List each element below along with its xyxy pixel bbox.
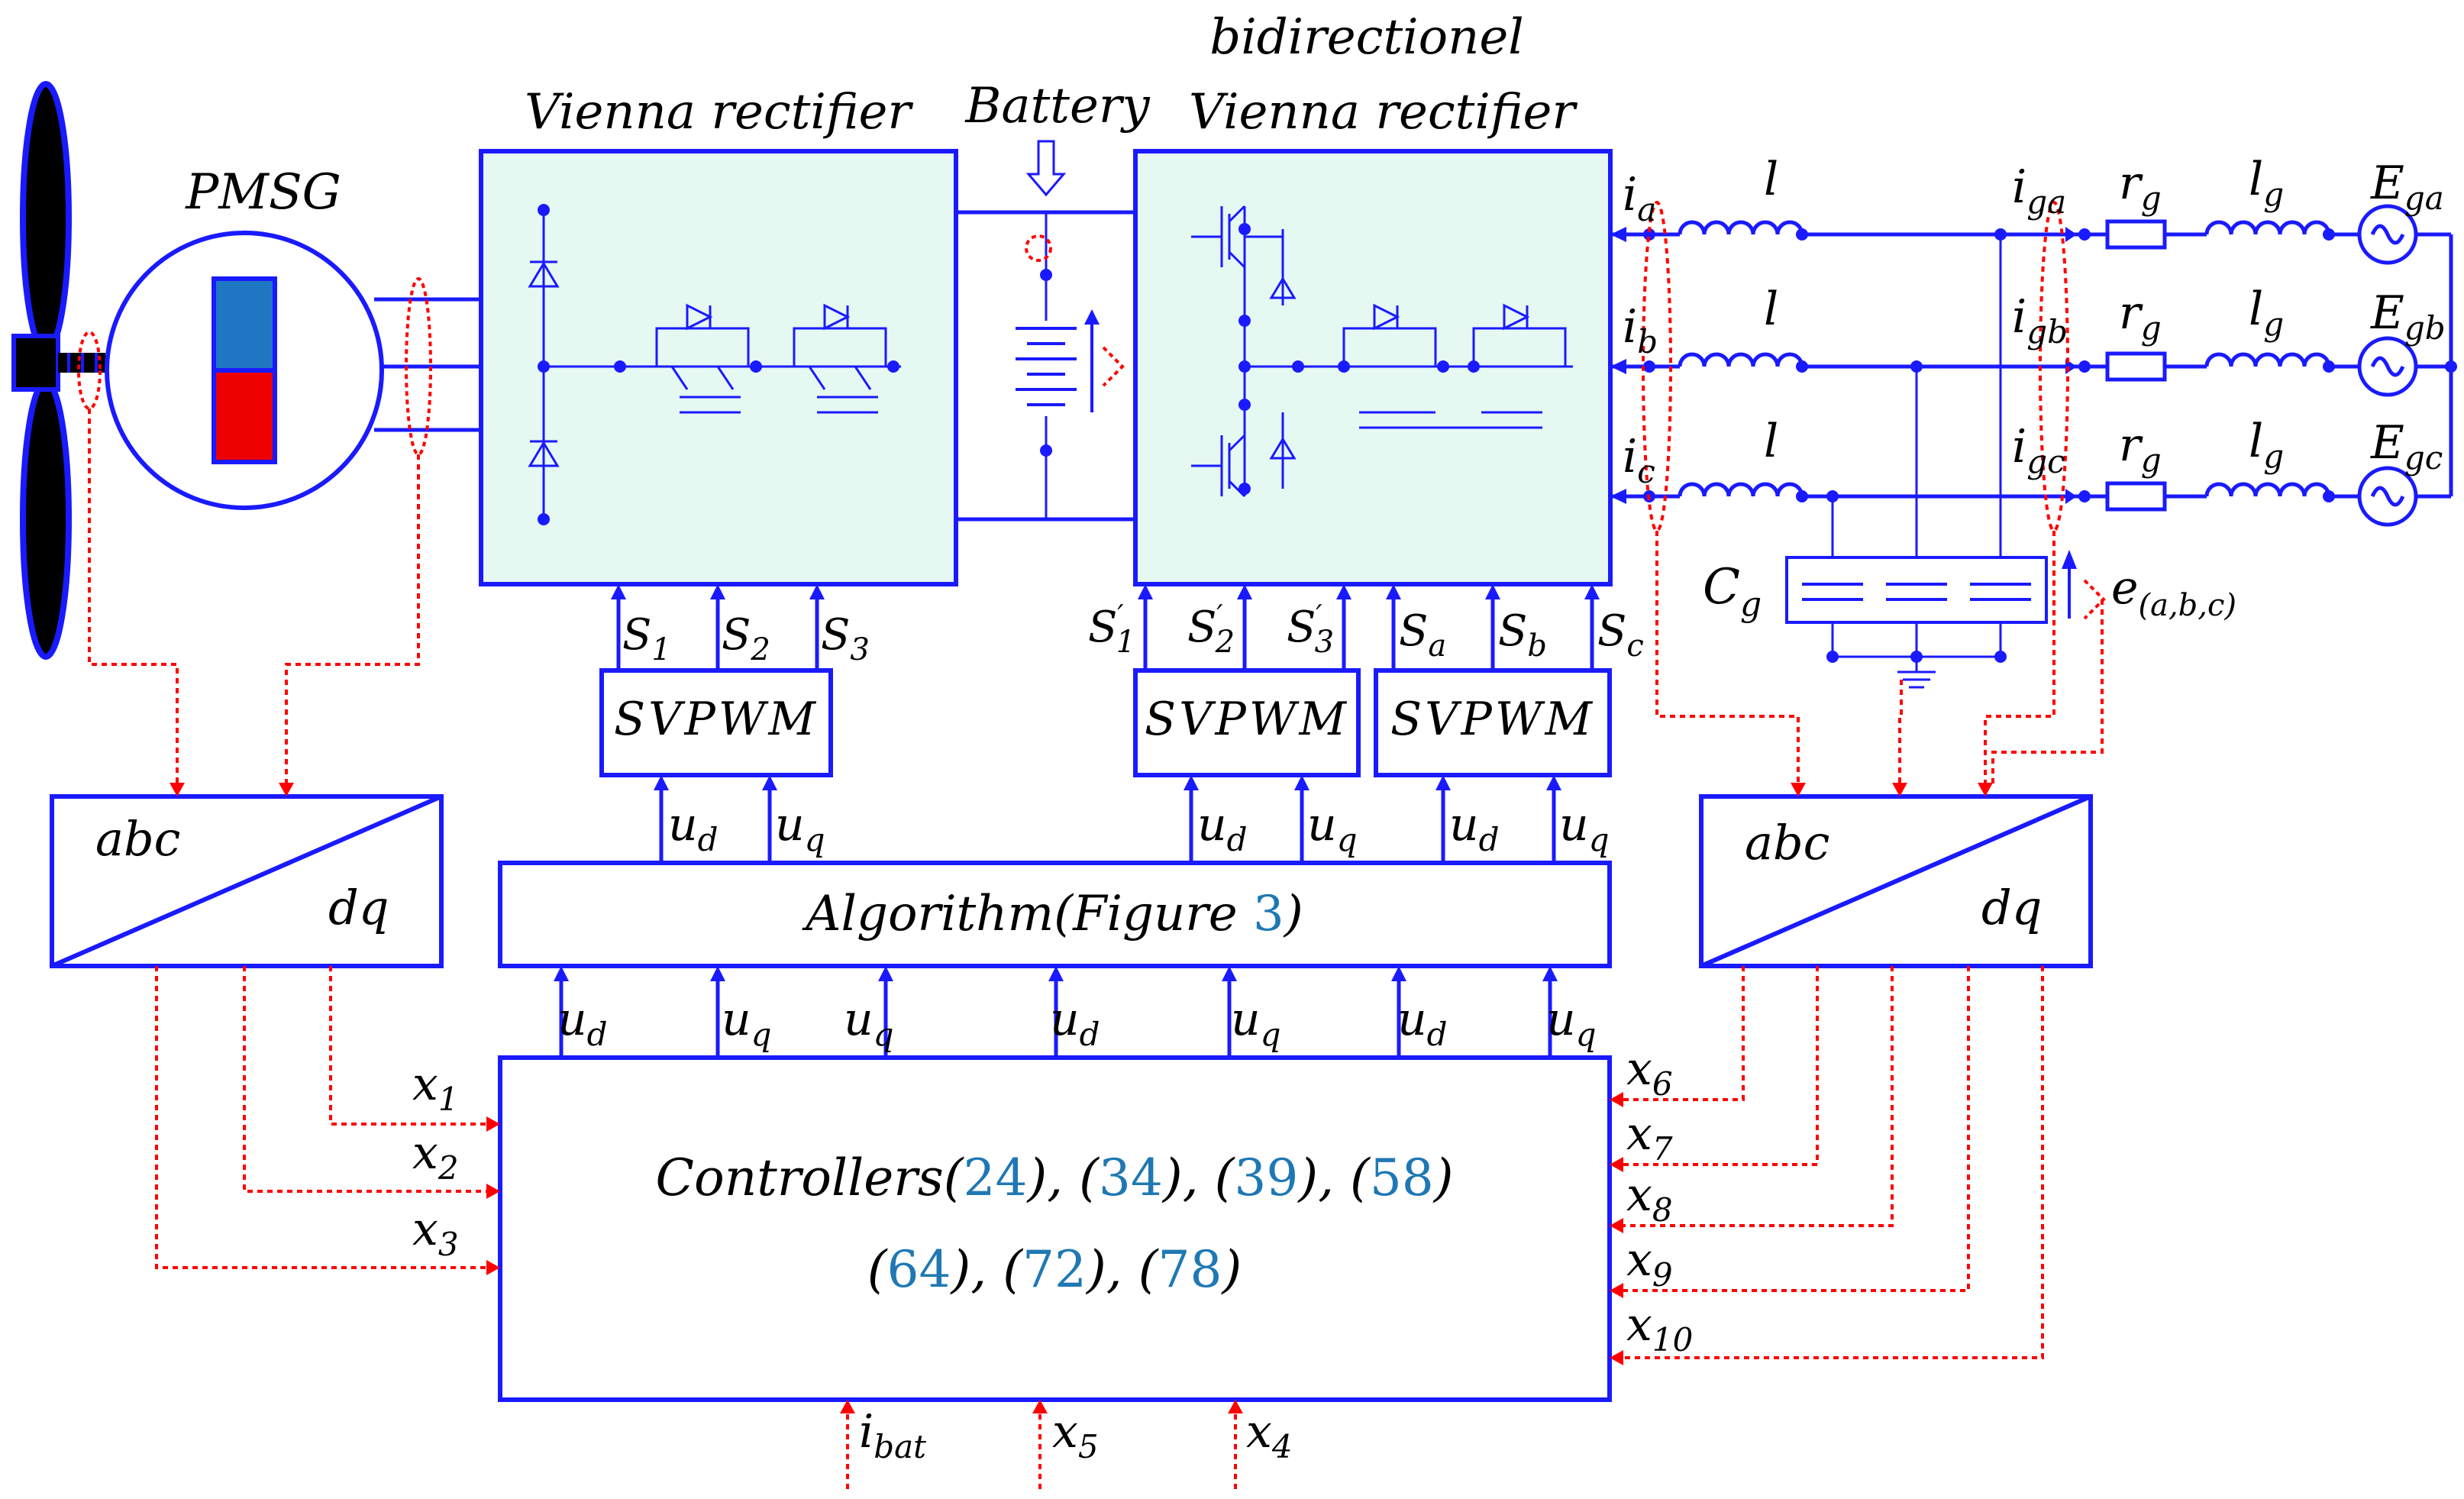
- s2-label: S2: [722, 610, 770, 667]
- pmsg-generator: PMSG: [105, 164, 384, 510]
- phase-c-current: ic: [1623, 430, 1655, 490]
- inductor-lg-b: lg: [2249, 283, 2284, 343]
- inductor-lg-c: lg: [2249, 415, 2284, 475]
- abc-dq-transform-right: abc dq: [1699, 794, 2093, 968]
- x4-label: x4: [1246, 1405, 1293, 1465]
- measurement-signals: [88, 409, 2104, 1489]
- x6-label: x6: [1626, 1042, 1673, 1103]
- x3-label: x3: [412, 1203, 459, 1263]
- s3-label: S3: [821, 610, 870, 667]
- switching-signals: [616, 592, 1594, 670]
- algorithm-label: Algorithm(Figure 3): [802, 886, 1303, 942]
- ud-label-1: ud: [668, 798, 719, 858]
- ctrl-ud-1: ud: [557, 993, 608, 1053]
- ud-label-3: ud: [1449, 798, 1500, 858]
- s2-prime-label: S′2: [1187, 600, 1235, 660]
- inductor-l-c: l: [1764, 415, 1778, 468]
- resistor-rg-b: rg: [2119, 286, 2162, 347]
- grid-current-b: igb: [2012, 290, 2068, 351]
- dq-label-left: dq: [328, 880, 389, 935]
- inductor-lg-a: lg: [2249, 153, 2284, 213]
- bidirectional-label-line1: bidirectionel: [1209, 9, 1523, 66]
- x9-label: x9: [1626, 1233, 1673, 1294]
- ctrl-uq-1: uq: [722, 993, 772, 1053]
- pmsg-label: PMSG: [185, 164, 341, 221]
- phase-a-current: ia: [1623, 168, 1656, 228]
- sa-label: Sa: [1399, 606, 1446, 664]
- controller-output-labels: ud uq uq ud uq ud uq: [557, 993, 1597, 1053]
- speed-sensor-marker: [77, 331, 102, 410]
- svpwm-mid-label: SVPWM: [1145, 693, 1349, 746]
- uq-label-1: uq: [775, 798, 825, 858]
- vienna-rectifier-label: Vienna rectifier: [525, 84, 913, 141]
- svpwm-blocks: SVPWM SVPWM SVPWM: [599, 668, 1612, 777]
- phase-b-current: ib: [1623, 300, 1658, 360]
- grid-phases: ia ib ic l l l iga igb igc rg rg rg lg l…: [1610, 153, 2457, 689]
- svpwm-right-label: SVPWM: [1390, 693, 1595, 746]
- switch-signal-labels: S1 S2 S3 S′1 S′2 S′3 Sa Sb Sc: [622, 600, 1644, 667]
- abc-dq-transform-left: abc dq: [50, 794, 444, 968]
- x8-label: x8: [1626, 1168, 1673, 1229]
- ctrl-uq-2: uq: [844, 993, 894, 1053]
- x5-label: x5: [1052, 1405, 1099, 1465]
- abc-label-left: abc: [95, 811, 180, 867]
- grid-voltage-label: e(a,b,c): [2111, 561, 2236, 623]
- bidirectional-vienna-rectifier-block: bidirectionel Vienna rectifier: [1133, 9, 1613, 586]
- pmsg-current-sensor-marker: [405, 277, 432, 456]
- ibat-label: ibat: [859, 1405, 926, 1465]
- battery-label: Battery: [964, 78, 1150, 134]
- svpwm-left-label: SVPWM: [614, 693, 819, 746]
- turbine-blades: [11, 81, 105, 660]
- bidirectional-label-line2: Vienna rectifier: [1189, 84, 1578, 141]
- grid-current-a: iga: [2012, 160, 2066, 221]
- battery: Battery: [964, 78, 1150, 457]
- x1-label: x1: [412, 1058, 459, 1118]
- controllers-line-2: (64), (72), (78): [867, 1240, 1242, 1299]
- grid-source-a: Ega: [2370, 157, 2444, 217]
- resistor-rg-c: rg: [2119, 418, 2162, 479]
- abc-label-right: abc: [1745, 815, 1829, 871]
- uq-label-3: uq: [1559, 798, 1610, 858]
- inductor-l-a: l: [1764, 153, 1778, 206]
- x2-label: x2: [412, 1126, 459, 1187]
- inductor-l-b: l: [1764, 283, 1778, 336]
- x7-label: x7: [1626, 1107, 1673, 1168]
- algorithm-block: Algorithm(Figure 3): [498, 861, 1612, 968]
- capacitor-cg-label: Cg: [1703, 559, 1762, 624]
- ctrl-ud-2: ud: [1050, 993, 1100, 1053]
- grid-current-c: igc: [2012, 420, 2065, 480]
- sc-label: Sc: [1597, 606, 1644, 664]
- grid-source-c: Egc: [2370, 416, 2443, 477]
- dc-link: [956, 210, 1135, 522]
- s1-prime-label: S′1: [1088, 600, 1135, 660]
- grid-source-b: Egb: [2370, 286, 2446, 347]
- x10-label: x10: [1626, 1298, 1693, 1358]
- controller-input-labels: x1 x2 x3 x6 x7 x8 x9 x10 ibat x5 x4: [412, 1042, 1693, 1465]
- resistor-rg-a: rg: [2119, 157, 2162, 217]
- ud-label-2: ud: [1197, 798, 1248, 858]
- sb-label: Sb: [1498, 606, 1547, 664]
- ctrl-uq-3: uq: [1231, 993, 1281, 1053]
- algorithm-to-svpwm-wires: [659, 783, 1556, 863]
- controllers-line-1: Controllers(24), (34), (39), (58): [655, 1148, 1453, 1207]
- ctrl-uq-4: uq: [1546, 993, 1597, 1053]
- ctrl-ud-3: ud: [1397, 993, 1448, 1053]
- vienna-rectifier-block: Vienna rectifier: [479, 84, 958, 586]
- controllers-block: Controllers(24), (34), (39), (58) (64), …: [498, 1055, 1612, 1402]
- controllers-to-algorithm-wires: [559, 974, 1552, 1058]
- dq-label-right: dq: [1981, 880, 2042, 935]
- s1-label: S1: [622, 610, 671, 667]
- s3-prime-label: S′3: [1287, 600, 1334, 660]
- uq-label-2: uq: [1307, 798, 1358, 858]
- algorithm-output-labels: ud uq ud uq ud uq: [668, 798, 1610, 858]
